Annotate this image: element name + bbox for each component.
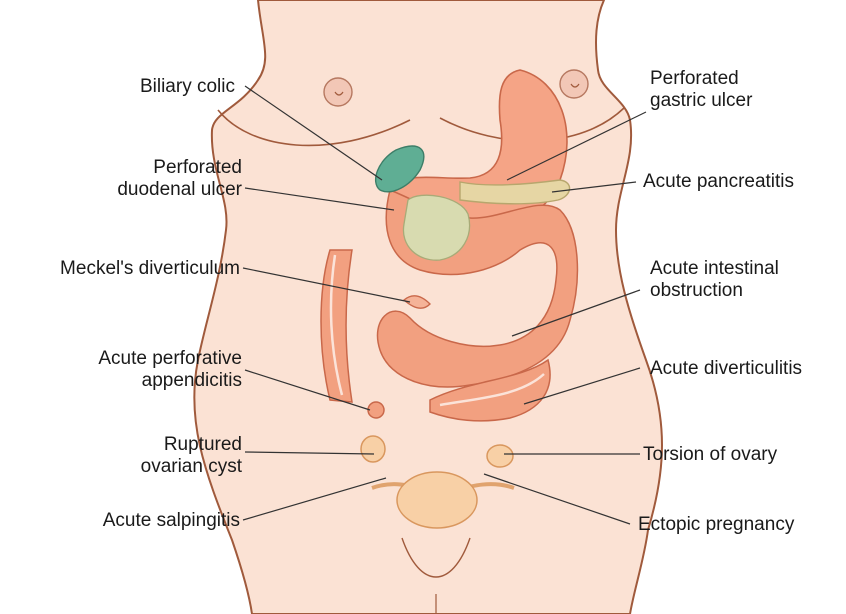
label-torsion-of-ovary: Torsion of ovary — [643, 444, 777, 466]
appendix — [368, 402, 384, 418]
right-nipple — [560, 70, 588, 98]
left-ovary — [361, 436, 385, 462]
label-acute-perforative-appendicitis: Acute perforative appendicitis — [98, 348, 242, 392]
jejunum-loops — [403, 195, 469, 260]
right-ovary — [487, 445, 513, 467]
label-acute-pancreatitis: Acute pancreatitis — [643, 171, 794, 193]
label-acute-salpingitis: Acute salpingitis — [103, 510, 240, 532]
label-ectopic-pregnancy: Ectopic pregnancy — [638, 514, 794, 536]
label-acute-diverticulitis: Acute diverticulitis — [650, 358, 802, 380]
uterus — [397, 472, 477, 528]
label-meckels-diverticulum: Meckel's diverticulum — [60, 258, 240, 280]
left-nipple — [324, 78, 352, 106]
label-perforated-gastric-ulcer: Perforated gastric ulcer — [650, 68, 752, 112]
label-perforated-duodenal-ulcer: Perforated duodenal ulcer — [117, 157, 242, 201]
label-acute-intestinal-obstruction: Acute intestinal obstruction — [650, 258, 779, 302]
label-biliary-colic: Biliary colic — [140, 76, 235, 98]
label-ruptured-ovarian-cyst: Ruptured ovarian cyst — [141, 434, 242, 478]
